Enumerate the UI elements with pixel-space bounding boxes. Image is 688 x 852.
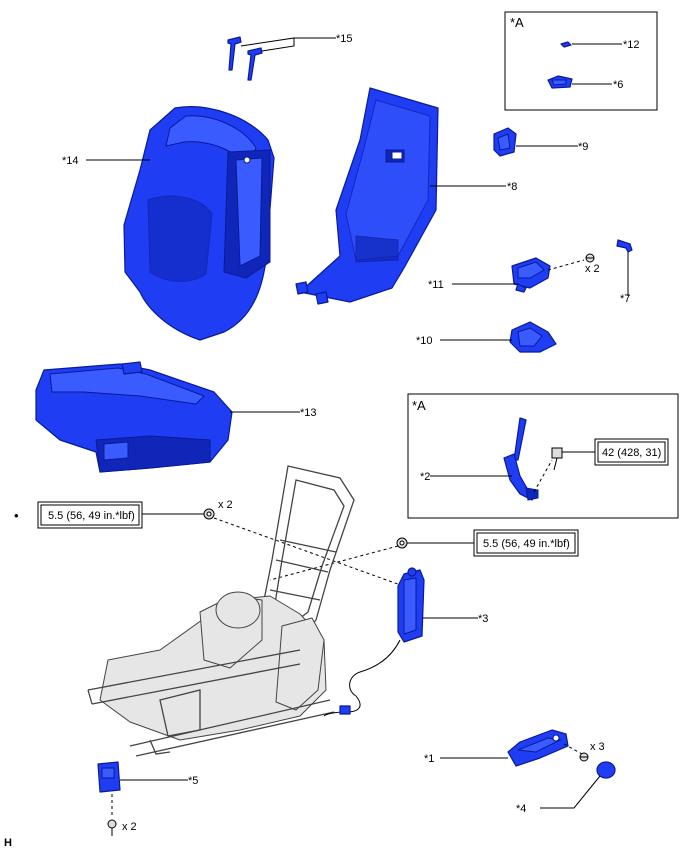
torque-box-right bbox=[473, 529, 579, 557]
qty-nut-left: x 2 bbox=[218, 499, 233, 511]
callout-11: *11 bbox=[428, 279, 444, 291]
seat-frame bbox=[87, 465, 355, 757]
callout-12: *12 bbox=[623, 39, 640, 51]
callout-4: *4 bbox=[516, 803, 526, 815]
bolt-5 bbox=[107, 819, 117, 836]
part-12-clip bbox=[560, 41, 572, 48]
qty-bolt-5: x 2 bbox=[122, 821, 137, 833]
torque-box-left bbox=[37, 501, 143, 529]
detail-label-a-top: *A bbox=[510, 15, 524, 30]
qty-clip-11: x 2 bbox=[585, 263, 600, 275]
detail-box-a-top bbox=[504, 11, 658, 111]
part-6-cover bbox=[547, 75, 573, 89]
callout-5: *5 bbox=[188, 775, 198, 787]
figure-code: H bbox=[4, 837, 12, 849]
part-15-pins bbox=[227, 36, 263, 81]
callout-8: *8 bbox=[507, 181, 517, 193]
part-3-airbag bbox=[323, 567, 425, 717]
screw-1 bbox=[579, 752, 589, 762]
callout-7: *7 bbox=[620, 293, 630, 305]
torque-box-2 bbox=[594, 438, 669, 466]
nut-right bbox=[396, 537, 408, 549]
bullet-mark: • bbox=[14, 508, 19, 523]
part-9-cover bbox=[493, 127, 517, 157]
part-5-connector bbox=[97, 761, 121, 793]
callout-9: *9 bbox=[578, 141, 588, 153]
callout-10: *10 bbox=[416, 335, 433, 347]
torque-right: 5.5 (56, 49 in.*lbf) bbox=[483, 538, 570, 550]
nut-left bbox=[203, 508, 215, 520]
part-7-bracket bbox=[616, 239, 633, 253]
part-10-cover bbox=[509, 321, 557, 353]
bolt-2 bbox=[551, 447, 563, 471]
detail-label-a-bottom: *A bbox=[412, 398, 426, 413]
part-1-side-cover bbox=[507, 729, 569, 767]
screw-11 bbox=[585, 253, 595, 263]
callout-2: *2 bbox=[420, 471, 430, 483]
callout-6: *6 bbox=[613, 79, 623, 91]
callout-3: *3 bbox=[478, 613, 488, 625]
part-4-cap bbox=[596, 761, 616, 779]
part-8-seatback-board bbox=[295, 87, 439, 305]
part-11-cover bbox=[511, 257, 551, 293]
part-14-seatback-cover bbox=[123, 106, 275, 341]
part-13-seat-cushion bbox=[35, 361, 233, 473]
callout-13: *13 bbox=[300, 407, 317, 419]
callout-15: *15 bbox=[336, 33, 353, 45]
qty-screw-1: x 3 bbox=[590, 741, 605, 753]
callout-14: *14 bbox=[62, 155, 79, 167]
torque-left: 5.5 (56, 49 in.*lbf) bbox=[48, 510, 135, 522]
callout-1: *1 bbox=[424, 753, 434, 765]
torque-2: 42 (428, 31) bbox=[602, 447, 661, 459]
